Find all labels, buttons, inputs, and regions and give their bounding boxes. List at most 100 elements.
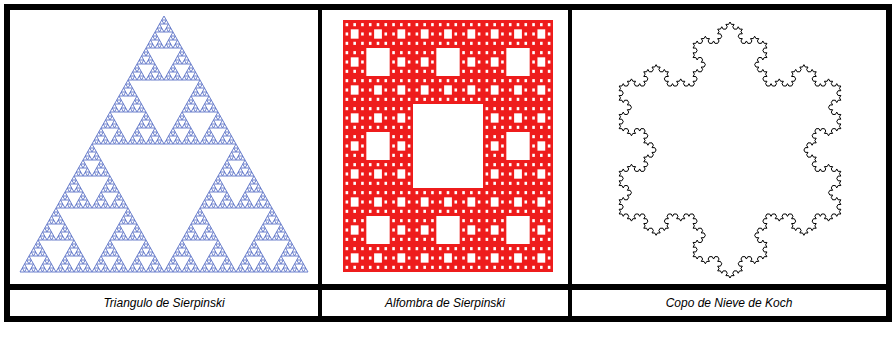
carpet-cell (353, 163, 356, 166)
carpet-cell (514, 253, 522, 262)
carpet-cell (400, 163, 403, 166)
carpet-cell (384, 126, 387, 129)
carpet-cell (501, 51, 504, 54)
carpet-cell (392, 219, 395, 222)
carpet-cell (540, 210, 543, 213)
carpet-cell (532, 98, 535, 101)
carpet-cell (493, 107, 496, 110)
carpet-cell (392, 266, 395, 269)
carpet-cell (377, 23, 380, 26)
carpet-cell (369, 126, 372, 129)
carpet-cell (493, 210, 496, 213)
carpet-cell (351, 85, 359, 94)
carpet-cell (400, 70, 403, 73)
carpet-cell (408, 144, 411, 147)
carpet-cell (509, 23, 512, 26)
carpet-cell (400, 107, 403, 110)
carpet-cell (501, 60, 504, 63)
carpet-cell (478, 51, 481, 54)
carpet-cell (462, 256, 465, 259)
carpet-cell (392, 98, 395, 101)
carpet-cell (493, 98, 496, 101)
carpet-cell (416, 42, 419, 45)
carpet-cell (548, 191, 551, 194)
carpet-cell (421, 29, 429, 38)
carpet-cell (478, 219, 481, 222)
carpet-cell (514, 29, 522, 38)
carpet-cell (346, 42, 349, 45)
carpet-cell (346, 228, 349, 231)
carpet-cell (540, 163, 543, 166)
carpet-cell (377, 247, 380, 250)
carpet-cell (501, 154, 504, 157)
carpet-cell (548, 200, 551, 203)
carpet-cell (462, 200, 465, 203)
carpet-cell (486, 144, 489, 147)
carpet-cell (501, 107, 504, 110)
carpet-cell (361, 210, 364, 213)
carpet-cell (486, 154, 489, 157)
carpet-cell (478, 238, 481, 241)
carpet-cell (353, 247, 356, 250)
carpet-cell (486, 247, 489, 250)
carpet-cell (517, 23, 520, 26)
caption-text: Triangulo de Sierpinski (103, 296, 224, 310)
carpet-cell (416, 219, 419, 222)
carpet-cell (423, 98, 426, 101)
carpet-cell (532, 200, 535, 203)
carpet-cell (524, 247, 527, 250)
carpet-cell (548, 182, 551, 185)
carpet-cell (392, 144, 395, 147)
carpet-cell (454, 247, 457, 250)
carpet-cell (431, 256, 434, 259)
carpet-cell (384, 42, 387, 45)
carpet-cell (392, 79, 395, 82)
carpet-cell (501, 238, 504, 241)
image-panel (10, 10, 318, 284)
carpet-cell (377, 163, 380, 166)
carpet-cell (423, 23, 426, 26)
carpet-cell (548, 79, 551, 82)
carpet-cell (377, 182, 380, 185)
carpet-cell (447, 247, 450, 250)
carpet-cell (351, 197, 359, 206)
carpet-cell (384, 256, 387, 259)
carpet-cell (346, 51, 349, 54)
carpet-cell (548, 247, 551, 250)
caption-cell: Alfombra de Sierpinski (322, 290, 568, 316)
carpet-cell (392, 154, 395, 157)
carpet-cell (491, 169, 499, 178)
carpet-cell (384, 116, 387, 119)
carpet-cell (501, 228, 504, 231)
carpet-cell (377, 210, 380, 213)
carpet-cell (462, 266, 465, 269)
carpet-cell (470, 79, 473, 82)
carpet-cell (486, 51, 489, 54)
carpet-cell (392, 23, 395, 26)
carpet-cell (462, 32, 465, 35)
carpet-cell (392, 191, 395, 194)
carpet-cell (509, 266, 512, 269)
carpet-cell (439, 79, 442, 82)
carpet-cell (361, 163, 364, 166)
carpet-cell (408, 154, 411, 157)
carpet-cell (408, 228, 411, 231)
carpet-cell (509, 88, 512, 91)
carpet-cell (517, 266, 520, 269)
carpet-cell (509, 126, 512, 129)
carpet-cell (361, 23, 364, 26)
carpet-cell (369, 163, 372, 166)
carpet-cell (467, 85, 475, 94)
carpet-cell (392, 42, 395, 45)
carpet-cell (377, 126, 380, 129)
carpet-cell (532, 238, 535, 241)
carpet-cell (361, 191, 364, 194)
carpet-cell (462, 191, 465, 194)
carpet-cell (470, 266, 473, 269)
carpet-cell (384, 88, 387, 91)
carpet-cell (514, 113, 522, 122)
carpet-cell (431, 266, 434, 269)
carpet-cell (501, 247, 504, 250)
carpet-cell (366, 216, 389, 244)
carpet-cell (548, 228, 551, 231)
